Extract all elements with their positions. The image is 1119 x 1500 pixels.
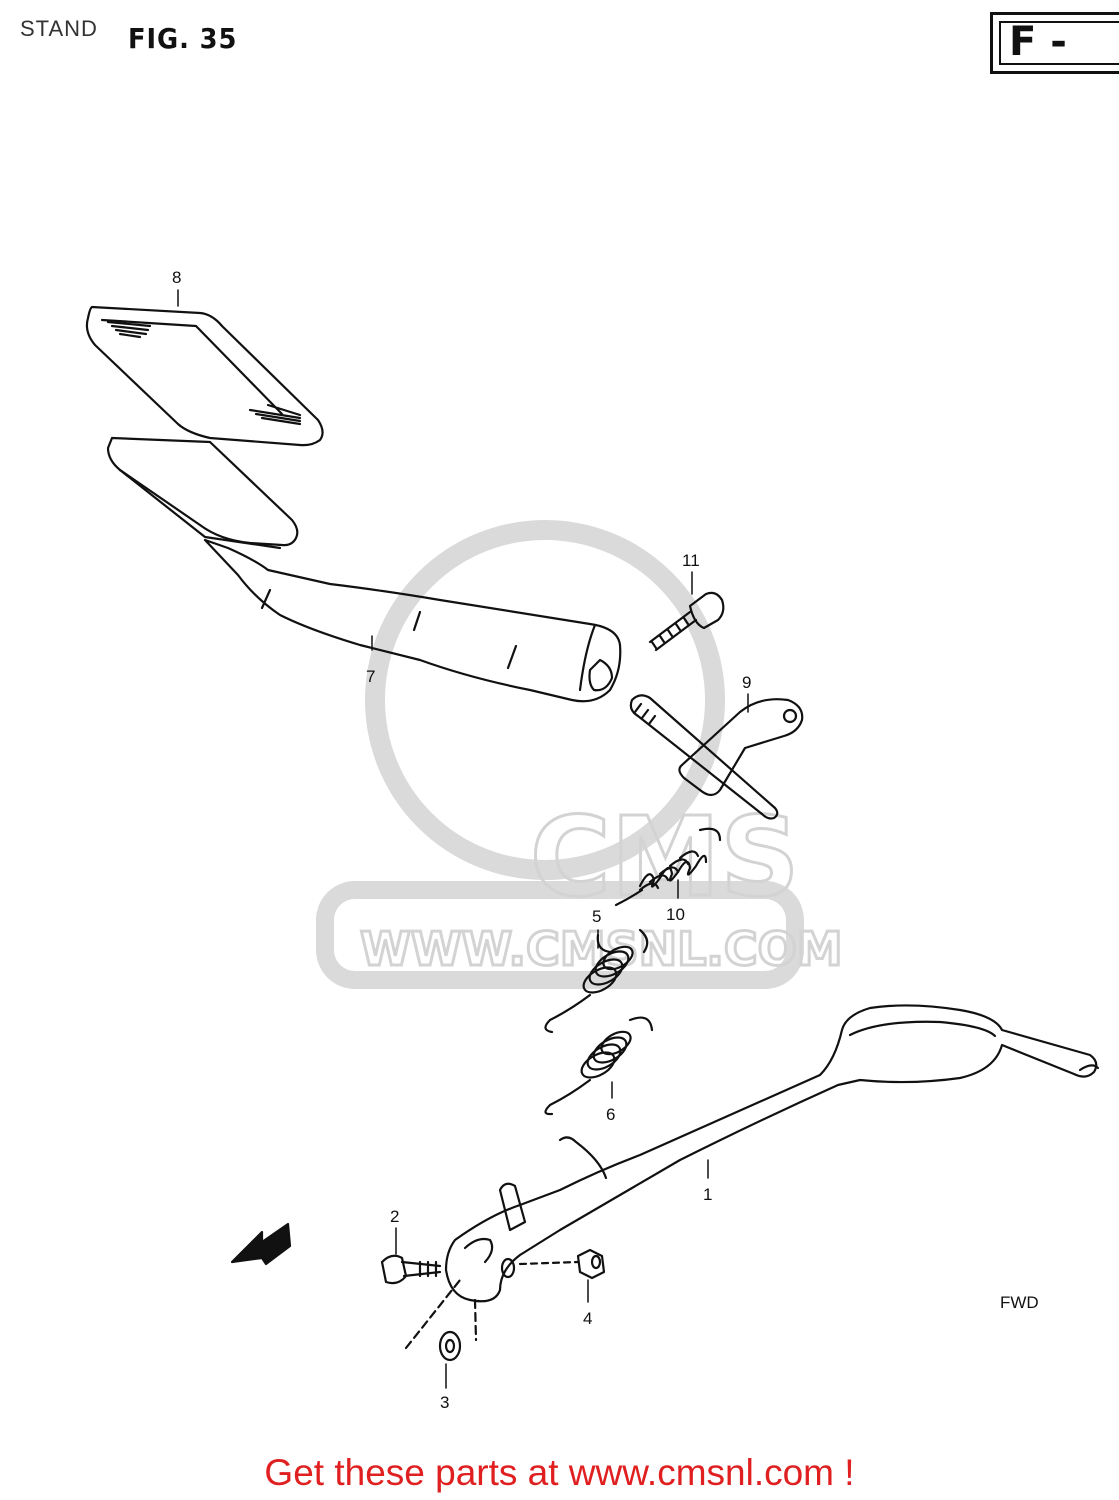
stand-nut [518, 1248, 606, 1280]
callout-numbers: 1 2 3 4 5 6 7 8 9 10 11 [172, 268, 751, 1412]
side-stand [444, 1004, 1100, 1303]
callout-9: 9 [742, 673, 751, 692]
page-code-inner-frame [999, 21, 1119, 65]
page-code: F - [1009, 19, 1067, 65]
callout-6: 6 [606, 1105, 615, 1124]
fwd-label: FWD [1000, 1293, 1039, 1312]
return-spring-5 [544, 928, 649, 1034]
stand-bolt [380, 1254, 442, 1285]
pedal-rubber-pad [85, 305, 324, 447]
callout-7: 7 [366, 667, 375, 686]
stand-washer [404, 1278, 478, 1362]
stand-pedal-arm [106, 436, 622, 703]
return-spring-upper [614, 827, 722, 907]
figure-number: FIG. 35 [128, 22, 238, 55]
callout-8: 8 [172, 268, 181, 287]
callout-leaders [177, 289, 749, 1389]
watermark-brand: CMS [530, 793, 799, 921]
footer-promo-text: Get these parts at www.cmsnl.com ! [264, 1452, 855, 1493]
callout-11: 11 [682, 551, 700, 570]
return-spring-6 [544, 1016, 654, 1116]
pivot-bolt [648, 591, 725, 652]
page-code-box: F - [990, 12, 1119, 74]
callout-5: 5 [592, 907, 601, 926]
callout-4: 4 [583, 1309, 592, 1328]
callout-2: 2 [390, 1207, 399, 1226]
section-title: STAND [20, 16, 98, 41]
shaft-arm [629, 694, 804, 820]
forward-arrow-icon [230, 1222, 292, 1266]
callout-10: 10 [666, 905, 685, 924]
callout-1: 1 [703, 1185, 712, 1204]
cms-watermark: CMS WWW.CMSNL.COM [316, 520, 844, 989]
callout-3: 3 [440, 1393, 449, 1412]
